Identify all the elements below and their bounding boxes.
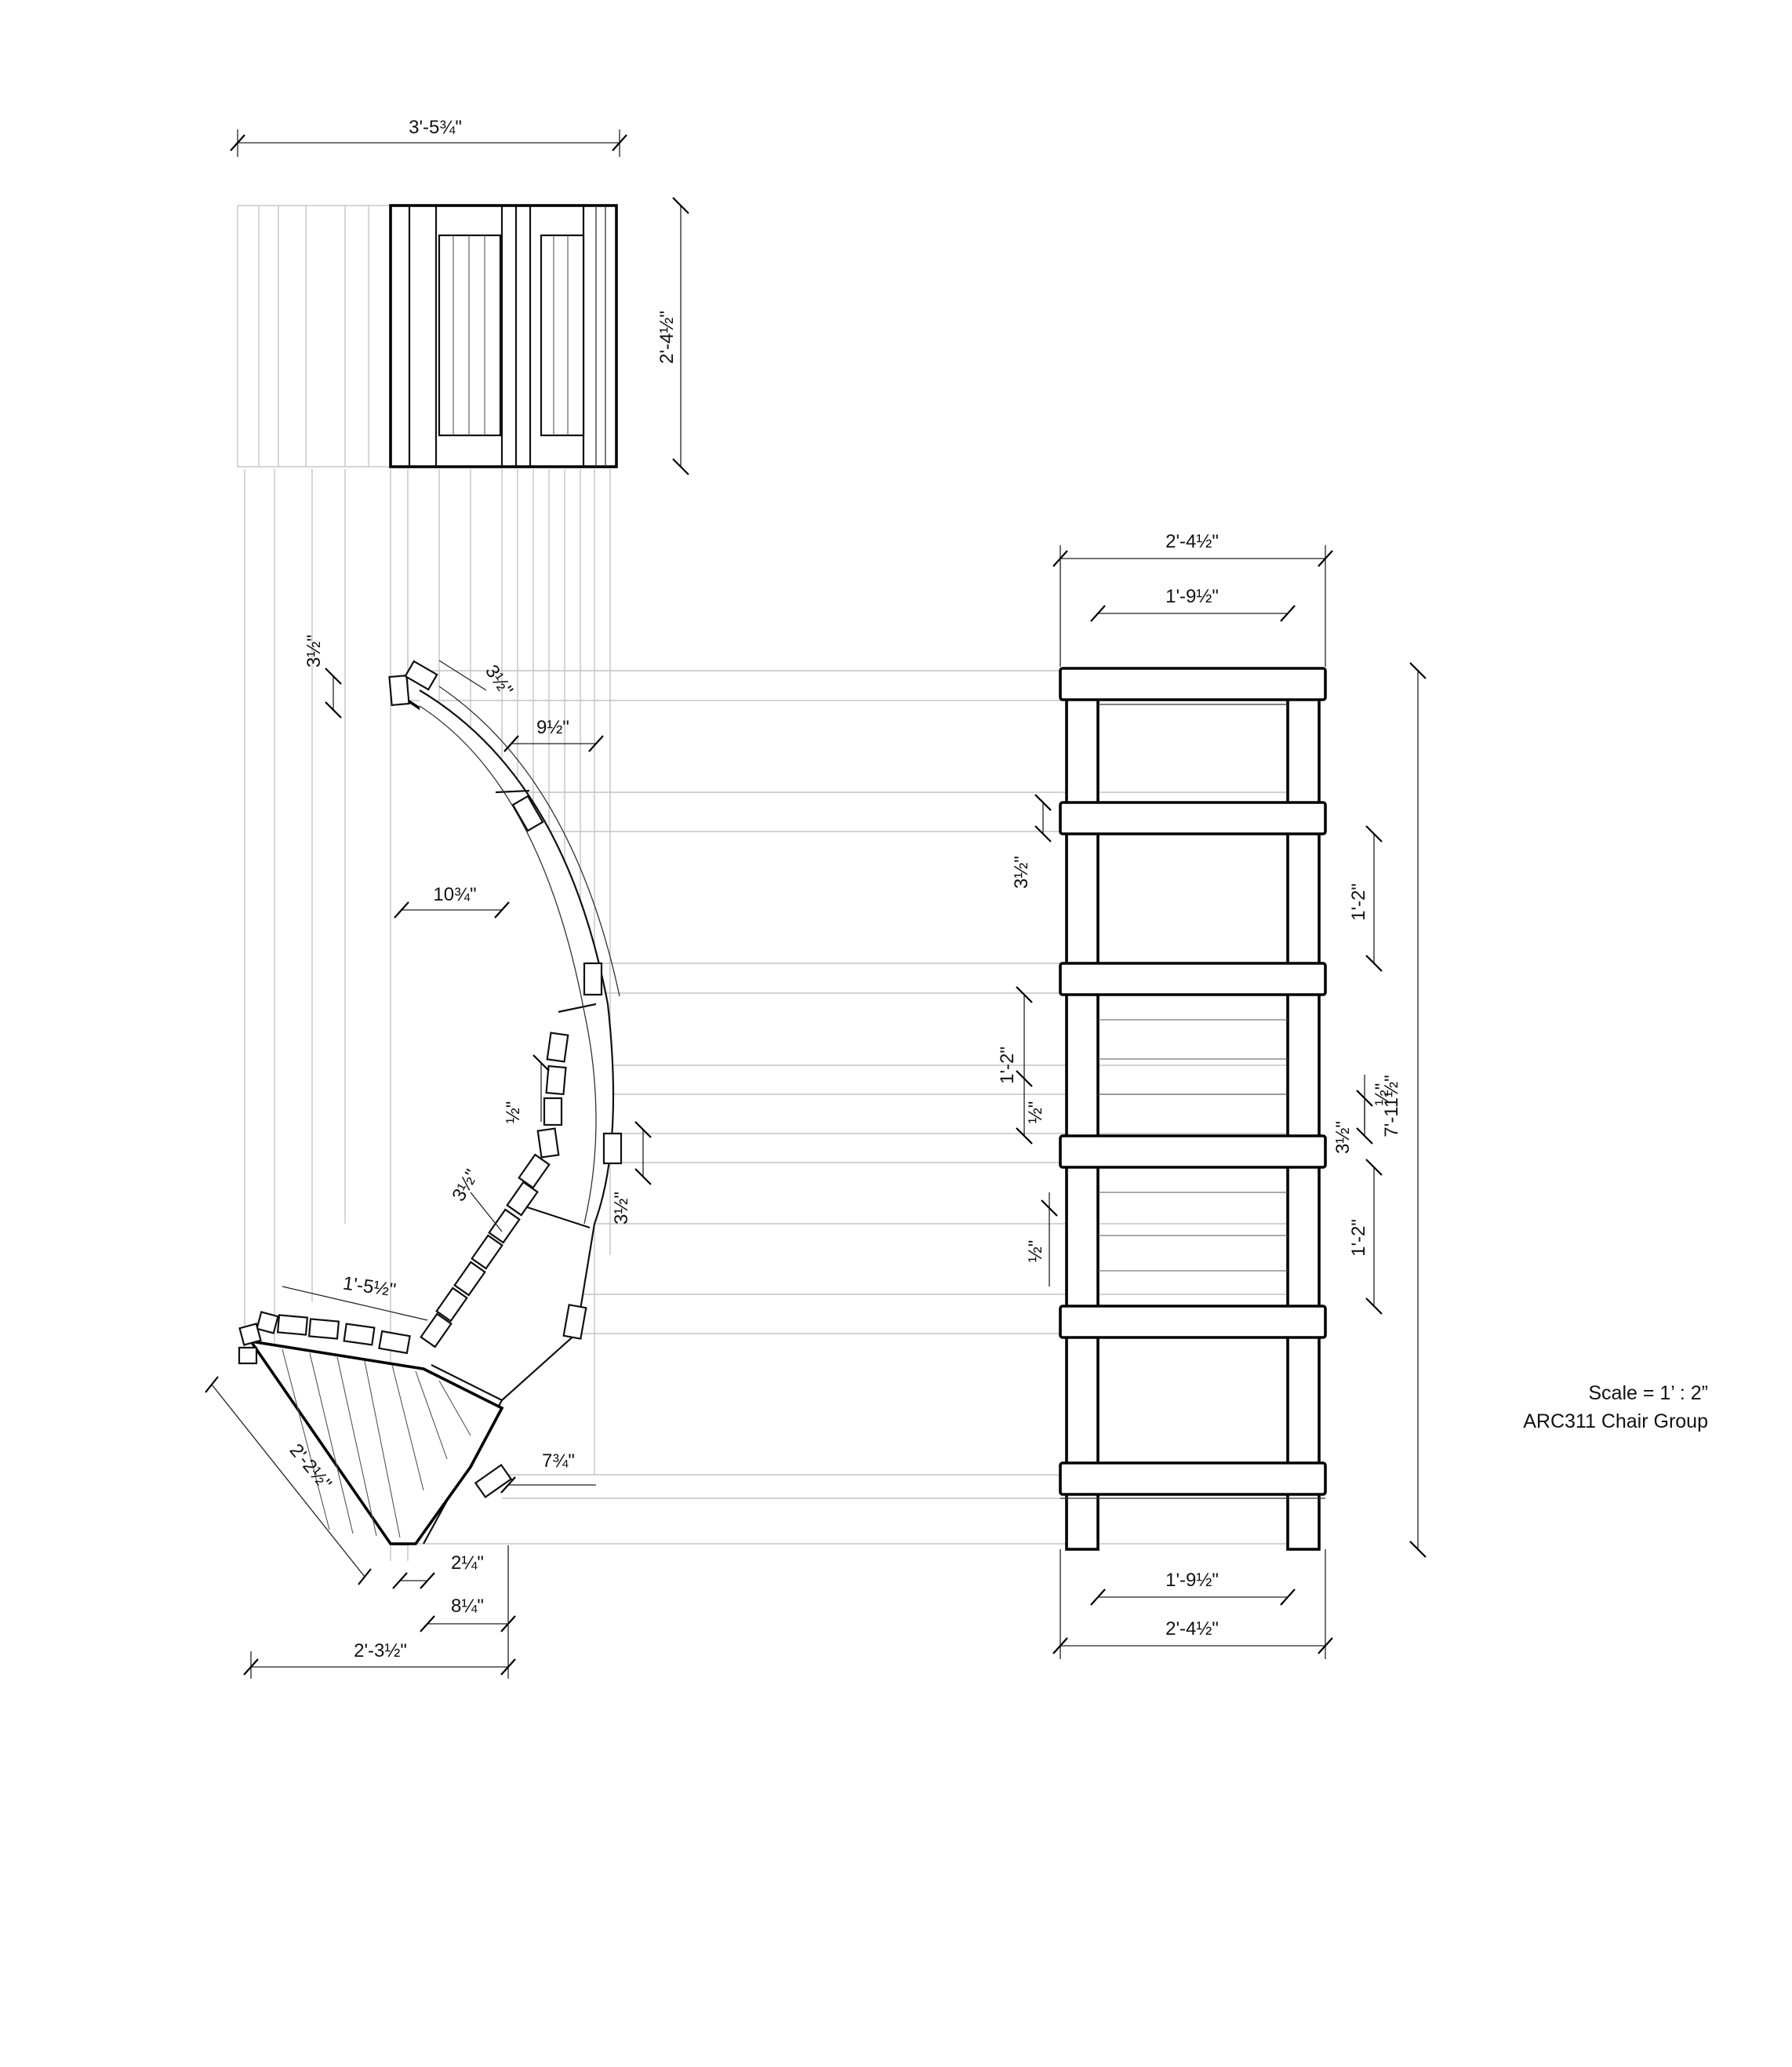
group-label: ARC311 Chair Group bbox=[1523, 1410, 1708, 1432]
dim-top-height: 2'-4½" bbox=[656, 311, 678, 364]
dim-side-base-width: 2'-3½" bbox=[354, 1640, 407, 1661]
dim-front-outer-top: 2'-4½" bbox=[1165, 531, 1219, 552]
dim-side-foot-b: 8¼" bbox=[451, 1596, 484, 1617]
dim-front-span-left: 1'-2" bbox=[997, 1046, 1018, 1084]
dim-front-overall-height: 7'-11½" bbox=[1381, 1075, 1402, 1137]
dim-side-bottom-curve: 10¾" bbox=[433, 884, 476, 905]
front-view-slats bbox=[1059, 667, 1327, 1496]
dim-side-slat-gap: 9½" bbox=[536, 717, 569, 738]
dim-front-span-right-2: 1'-2" bbox=[1348, 1219, 1369, 1257]
dim-top-width: 3'-5¾" bbox=[409, 117, 462, 138]
dim-side-half-gap: ½" bbox=[503, 1101, 524, 1124]
dim-front-span-right-1: 1'-2" bbox=[1348, 883, 1369, 921]
dimension-labels: 3'-5¾" 2'-4½" 3½" 3½" 9½" 10¾" ½" 3½" 3½… bbox=[285, 117, 1402, 1661]
top-view-faint-outline bbox=[237, 205, 391, 468]
dim-front-outer-bottom: 2'-4½" bbox=[1165, 1618, 1219, 1639]
side-view-slats bbox=[238, 660, 623, 1499]
dim-side-right-slat: 3½" bbox=[611, 1192, 632, 1225]
dim-side-bottom-offset: 7¾" bbox=[542, 1450, 575, 1472]
dim-side-foot-a: 2¼" bbox=[451, 1552, 484, 1574]
front-view bbox=[1059, 667, 1327, 1551]
dimension-lines bbox=[205, 129, 1427, 1679]
side-view bbox=[238, 660, 623, 1545]
dim-side-small-end: 3½" bbox=[304, 635, 325, 668]
dim-front-gap-left-2: ½" bbox=[1025, 1240, 1046, 1263]
dim-front-slat-left: 3½" bbox=[1011, 856, 1032, 889]
dim-front-gap-left-1: ½" bbox=[1025, 1101, 1046, 1124]
scale-label: Scale = 1’ : 2” bbox=[1588, 1382, 1708, 1404]
side-view-seat bbox=[248, 1339, 504, 1545]
dim-side-seat-length: 1'-5½" bbox=[342, 1272, 398, 1301]
dim-front-inner-top: 1'-9½" bbox=[1165, 586, 1219, 607]
title-block: Scale = 1’ : 2” ARC311 Chair Group bbox=[1523, 1379, 1708, 1436]
dim-side-small-end-diag: 3½" bbox=[481, 661, 517, 701]
dim-front-slat-right: 3½" bbox=[1332, 1121, 1354, 1154]
top-view bbox=[237, 204, 618, 468]
dim-front-gap-right: ½" bbox=[1372, 1083, 1393, 1106]
dim-front-inner-bottom: 1'-9½" bbox=[1165, 1570, 1219, 1591]
